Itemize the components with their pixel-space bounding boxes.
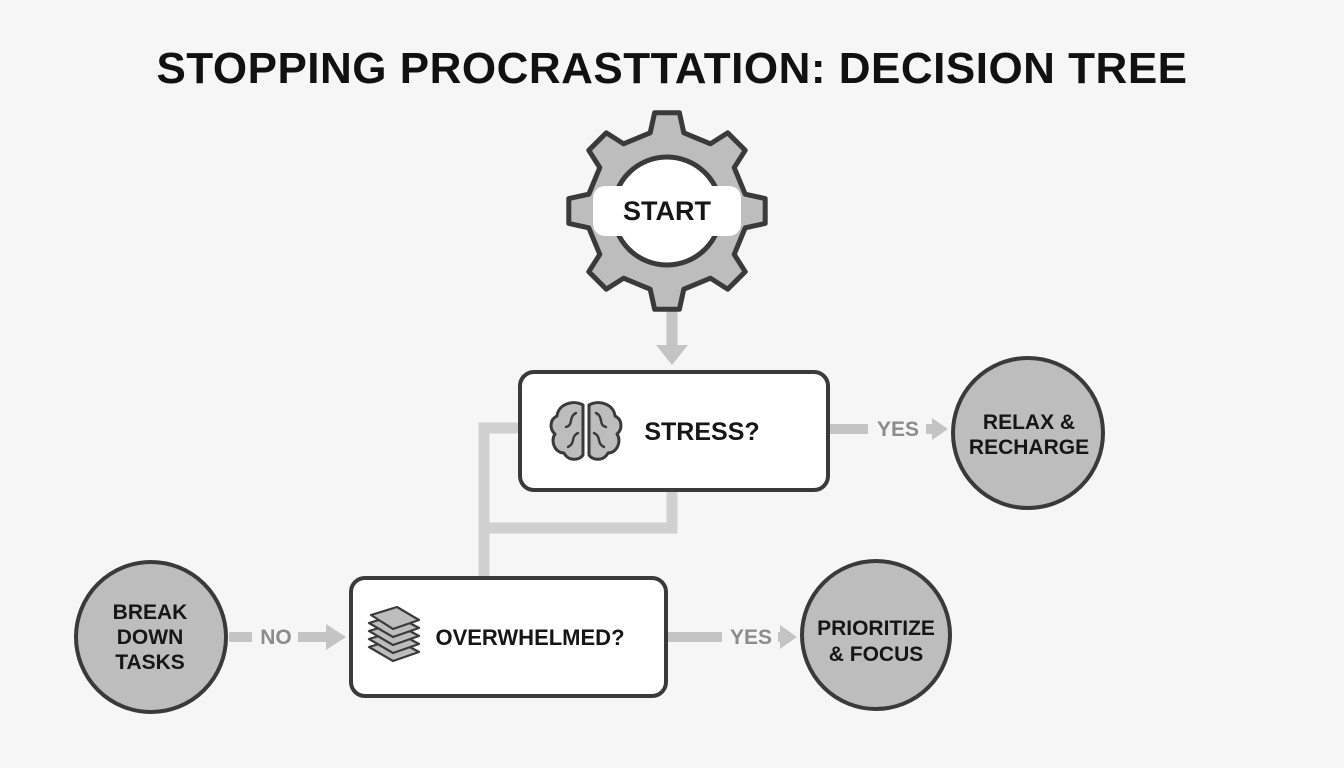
overwhelmed-decision-node: OVERWHELMED? xyxy=(349,576,668,698)
page-title: STOPPING PROCRASTTATION: DECISION TREE xyxy=(156,44,1188,93)
break-down-label-line3: TASKS xyxy=(115,651,185,674)
arrowhead-start-to-stress xyxy=(656,345,688,365)
relax-label-line2: RECHARGE xyxy=(969,436,1089,459)
start-label: START xyxy=(623,196,711,226)
prioritize-circle xyxy=(800,559,952,711)
start-node: START xyxy=(566,110,768,312)
brain-icon xyxy=(549,401,623,461)
break-down-label-line2: DOWN xyxy=(117,626,184,649)
arrowhead-overwhelmed-yes xyxy=(780,625,797,649)
arrowhead-overwhelmed-no xyxy=(326,624,346,650)
overwhelmed-label: OVERWHELMED? xyxy=(435,625,624,650)
stress-decision-node: STRESS? xyxy=(518,370,830,492)
prioritize-outcome-node: PRIORITIZE & FOCUS xyxy=(800,559,952,711)
break-down-label-line1: BREAK xyxy=(113,601,188,624)
stacked-papers-icon xyxy=(367,605,421,663)
edge-label-overwhelmed-yes: YES xyxy=(730,626,772,649)
overwhelmed-box xyxy=(349,576,668,698)
connectors: YES NO YES xyxy=(229,305,948,650)
prioritize-label-line1: PRIORITIZE xyxy=(817,617,935,640)
edge-label-overwhelmed-no: NO xyxy=(260,626,292,649)
connector-stress-to-overwhelmed xyxy=(478,422,678,578)
prioritize-label-line2: & FOCUS xyxy=(829,643,924,666)
arrowhead-stress-yes xyxy=(932,418,948,440)
relax-outcome-node: RELAX & RECHARGE xyxy=(951,356,1105,510)
stress-label: STRESS? xyxy=(644,418,759,446)
relax-label-line1: RELAX & xyxy=(983,411,1075,434)
relax-circle xyxy=(951,356,1105,510)
break-down-circle xyxy=(74,560,228,714)
break-down-outcome-node: BREAK DOWN TASKS xyxy=(74,560,228,714)
edge-label-stress-yes: YES xyxy=(877,418,919,441)
start-label-box xyxy=(593,186,741,236)
